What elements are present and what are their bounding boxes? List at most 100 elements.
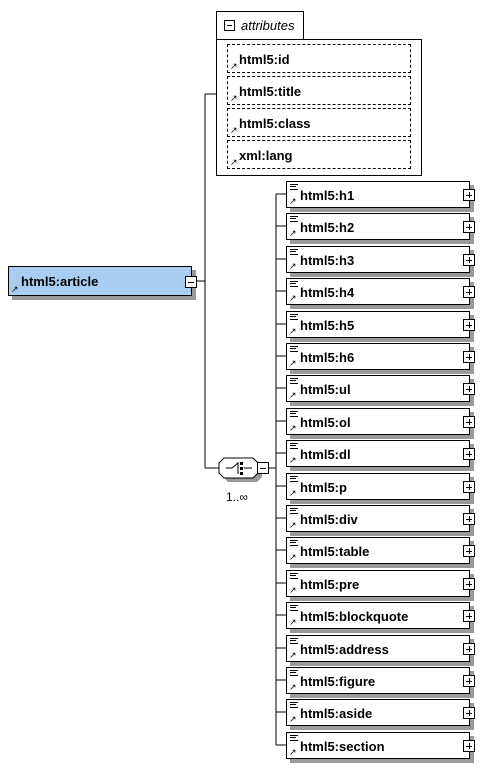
- attribute-item[interactable]: html5:class ↗: [227, 108, 411, 137]
- element-label: html5:div: [300, 512, 358, 527]
- collapse-attributes-button[interactable]: [224, 20, 235, 31]
- content-lines-icon: [290, 281, 298, 287]
- expand-icon[interactable]: [463, 513, 475, 525]
- content-lines-icon: [290, 573, 298, 579]
- attribute-label: html5:id: [239, 52, 290, 67]
- reference-arrow-icon: ↗: [289, 520, 297, 530]
- element-html5-table[interactable]: html5:table↗: [286, 537, 475, 564]
- expand-icon[interactable]: [463, 189, 475, 201]
- content-lines-icon: [290, 670, 298, 676]
- element-html5-address[interactable]: html5:address↗: [286, 635, 475, 662]
- element-html5-h4[interactable]: html5:h4↗: [286, 278, 475, 305]
- root-element-label: html5:article: [21, 274, 99, 289]
- attribute-label: html5:class: [239, 116, 311, 131]
- reference-arrow-icon: ↗: [289, 552, 297, 562]
- element-label: html5:h6: [300, 350, 355, 365]
- expand-icon[interactable]: [463, 351, 475, 363]
- expand-icon[interactable]: [463, 578, 475, 590]
- content-lines-icon: [290, 638, 298, 644]
- expand-icon[interactable]: [463, 319, 475, 331]
- reference-arrow-icon: ↗: [230, 93, 238, 103]
- reference-arrow-icon: ↗: [289, 261, 297, 271]
- element-html5-ul[interactable]: html5:ul↗: [286, 375, 475, 402]
- element-label: html5:dl: [300, 447, 351, 462]
- element-html5-h2[interactable]: html5:h2↗: [286, 213, 475, 240]
- reference-arrow-icon: ↗: [289, 423, 297, 433]
- content-lines-icon: [290, 702, 298, 708]
- expand-icon[interactable]: [463, 254, 475, 266]
- reference-arrow-icon: ↗: [230, 157, 238, 167]
- expand-icon[interactable]: [463, 448, 475, 460]
- attributes-tab: attributes: [216, 11, 304, 40]
- content-lines-icon: [290, 735, 298, 741]
- content-lines-icon: [290, 443, 298, 449]
- element-html5-h5[interactable]: html5:h5↗: [286, 311, 475, 338]
- collapse-root-button[interactable]: [185, 276, 197, 288]
- element-label: html5:ul: [300, 382, 351, 397]
- element-html5-blockquote[interactable]: html5:blockquote↗: [286, 602, 475, 629]
- expand-icon[interactable]: [463, 707, 475, 719]
- reference-arrow-icon: ↗: [289, 747, 297, 757]
- element-label: html5:h4: [300, 285, 355, 300]
- reference-arrow-icon: ↗: [289, 714, 297, 724]
- attribute-item[interactable]: xml:lang ↗: [227, 140, 411, 169]
- attribute-item[interactable]: html5:title ↗: [227, 76, 411, 105]
- reference-arrow-icon: ↗: [289, 455, 297, 465]
- expand-icon[interactable]: [463, 545, 475, 557]
- expand-icon[interactable]: [463, 481, 475, 493]
- reference-arrow-icon: ↗: [289, 390, 297, 400]
- element-html5-h6[interactable]: html5:h6↗: [286, 343, 475, 370]
- occurrence-label: 1..∞: [226, 490, 248, 504]
- element-html5-figure[interactable]: html5:figure↗: [286, 667, 475, 694]
- expand-icon[interactable]: [463, 740, 475, 752]
- element-label: html5:h2: [300, 220, 355, 235]
- content-lines-icon: [290, 411, 298, 417]
- element-html5-h3[interactable]: html5:h3↗: [286, 246, 475, 273]
- element-label: html5:aside: [300, 706, 373, 721]
- element-html5-dl[interactable]: html5:dl↗: [286, 440, 475, 467]
- element-html5-ol[interactable]: html5:ol↗: [286, 408, 475, 435]
- reference-arrow-icon: ↗: [289, 585, 297, 595]
- content-lines-icon: [290, 314, 298, 320]
- reference-arrow-icon: ↗: [289, 358, 297, 368]
- expand-icon[interactable]: [463, 286, 475, 298]
- expand-icon[interactable]: [463, 610, 475, 622]
- element-html5-section[interactable]: html5:section↗: [286, 732, 475, 759]
- reference-arrow-icon: ↗: [289, 196, 297, 206]
- content-lines-icon: [290, 378, 298, 384]
- element-label: html5:blockquote: [300, 609, 409, 624]
- element-label: html5:p: [300, 480, 347, 495]
- expand-icon[interactable]: [463, 416, 475, 428]
- root-element-html5-article[interactable]: ↗ html5:article: [8, 266, 197, 296]
- collapse-choice-button[interactable]: [257, 462, 269, 474]
- expand-icon[interactable]: [463, 643, 475, 655]
- element-html5-aside[interactable]: html5:aside↗: [286, 699, 475, 726]
- reference-arrow-icon: ↗: [289, 617, 297, 627]
- element-label: html5:ol: [300, 415, 351, 430]
- element-html5-pre[interactable]: html5:pre↗: [286, 570, 475, 597]
- reference-arrow-icon: ↗: [289, 228, 297, 238]
- reference-arrow-icon: ↗: [289, 488, 297, 498]
- attribute-label: html5:title: [239, 84, 302, 99]
- element-label: html5:table: [300, 544, 370, 559]
- element-html5-h1[interactable]: html5:h1↗: [286, 181, 475, 208]
- content-lines-icon: [290, 216, 298, 222]
- reference-arrow-icon: ↗: [289, 682, 297, 692]
- attribute-item[interactable]: html5:id ↗: [227, 44, 411, 73]
- element-label: html5:h3: [300, 253, 355, 268]
- content-lines-icon: [290, 605, 298, 611]
- content-lines-icon: [290, 508, 298, 514]
- reference-arrow-icon: ↗: [289, 326, 297, 336]
- expand-icon[interactable]: [463, 383, 475, 395]
- element-label: html5:h5: [300, 318, 355, 333]
- expand-icon[interactable]: [463, 221, 475, 233]
- element-html5-div[interactable]: html5:div↗: [286, 505, 475, 532]
- element-label: html5:section: [300, 739, 385, 754]
- attribute-label: xml:lang: [239, 148, 293, 163]
- reference-arrow-icon: ↗: [289, 293, 297, 303]
- element-html5-p[interactable]: html5:p↗: [286, 473, 475, 500]
- content-lines-icon: [290, 184, 298, 190]
- expand-icon[interactable]: [463, 675, 475, 687]
